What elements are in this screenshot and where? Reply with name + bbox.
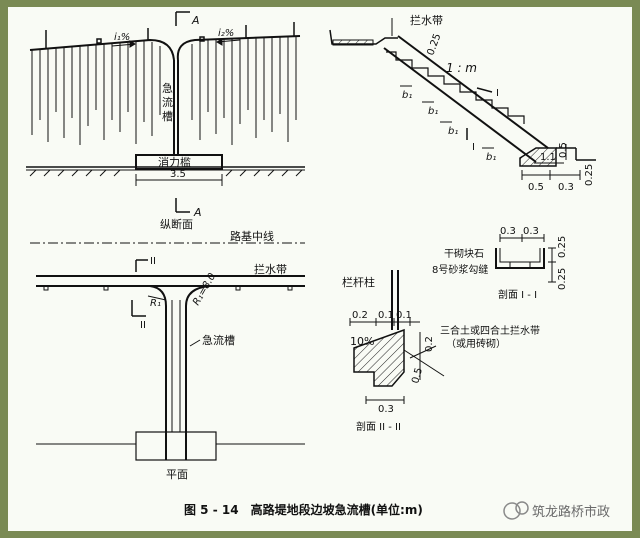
watermark: 筑龙路桥市政 [503, 501, 610, 520]
dim-11: 1.1 [540, 152, 556, 163]
plan-view [30, 242, 305, 461]
stone-label: 干砌块石 [444, 248, 484, 260]
b1-label-3: b₁ [448, 126, 458, 137]
b1-label-2: b₁ [428, 106, 438, 117]
centerline-label: 路基中线 [230, 229, 274, 243]
section-a-bottom: A [193, 206, 202, 219]
dim-025b: 0.25 [557, 268, 568, 290]
section-a-top: A [191, 14, 200, 27]
chute-label-1: 急 [162, 81, 173, 95]
slope-pct-label: 10% [350, 335, 374, 348]
seal-band-label: 拦水带 [410, 13, 443, 27]
longitudinal-section [26, 11, 305, 213]
dim-05-right: 0.5 [558, 142, 569, 158]
dim-025a: 0.25 [557, 236, 568, 258]
band-note-1: 三合土或四合土拦水带 [440, 324, 540, 337]
chute-label-2: 流 [162, 95, 173, 109]
wechat-icon [503, 502, 521, 520]
dim-03b: 0.3 [523, 226, 539, 237]
plan-title: 平面 [166, 468, 188, 481]
section-2-2 [349, 270, 445, 404]
plan-seal-band-label: 拦水带 [254, 262, 287, 276]
radius-r1-label: R₁ [150, 298, 161, 309]
dim-02-right: 0.2 [424, 336, 435, 352]
section-1-1 [495, 234, 556, 283]
dim-01b: 0.1 [396, 310, 412, 321]
basin-label: 消力槛 [158, 155, 191, 169]
figure-caption: 图 5 - 14 高路堤地段边坡急流槽(单位:m) [184, 502, 423, 517]
b1-label-1: b₁ [402, 90, 412, 101]
dim-03: 0.3 [378, 404, 394, 415]
dim-03-bottom: 0.3 [558, 182, 574, 193]
joint-label: 8号砂浆勾缝 [432, 263, 488, 276]
plan-chute-label: 急流槽 [202, 333, 235, 347]
dim-03a: 0.3 [500, 226, 516, 237]
dim-025-right: 0.25 [584, 164, 595, 186]
slope-ratio-label: 1 : m [446, 61, 477, 75]
section-2-labels: 栏杆柱 0.2 0.1 0.1 10% 0.2 0.5 0.3 三合土或四合土拦… [342, 275, 540, 433]
dim-05: 0.5 [410, 367, 425, 385]
longitudinal-title: 纵断面 [160, 217, 193, 231]
dim-05-bottom: 0.5 [528, 182, 544, 193]
section-i-lower: I [472, 142, 475, 153]
dim-02: 0.2 [352, 310, 368, 321]
watermark-text: 筑龙路桥市政 [532, 504, 610, 520]
section-ii-lower: II [140, 320, 146, 331]
section-1-labels: 0.3 0.3 0.25 0.25 干砌块石 8号砂浆勾缝 剖面 I - I [432, 226, 568, 301]
slope-i1-label: i₁% [114, 32, 130, 43]
width-dim-label: 3.5 [170, 169, 186, 180]
slope-i2-label: i₂% [218, 28, 234, 39]
band-note-2: （或用砖砌） [446, 337, 506, 350]
chute-label-3: 槽 [162, 110, 173, 123]
post-label: 栏杆柱 [342, 275, 375, 289]
section-2-title: 剖面 II - II [356, 420, 401, 433]
section-1-title: 剖面 I - I [498, 288, 537, 301]
dim-01a: 0.1 [378, 310, 394, 321]
dim-025-top: 0.25 [425, 32, 443, 57]
slope-section-labels: 拦水带 1 : m 0.25 b₁ b₁ b₁ b₁ I I 1.1 0.5 0… [402, 13, 595, 193]
section-ii-upper: II [150, 256, 156, 267]
b1-label-4: b₁ [486, 152, 496, 163]
slope-section [329, 18, 596, 180]
longitudinal-labels: A A i₁% i₂% 急 流 槽 消力槛 3.5 纵断面 [114, 14, 234, 231]
section-i-upper: I [496, 88, 499, 99]
